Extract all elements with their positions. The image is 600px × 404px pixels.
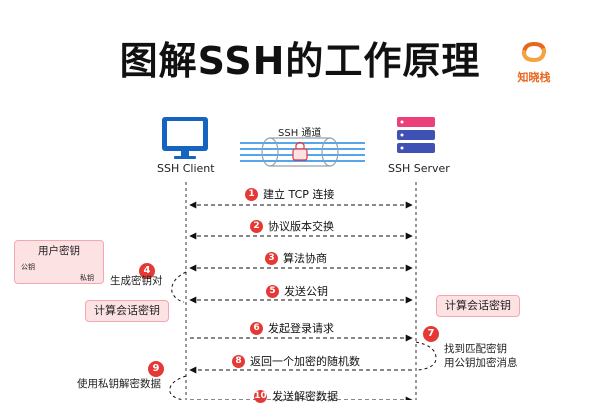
step-4-badge-wrap: 4 (139, 258, 160, 279)
step-9-badge: 9 (148, 361, 164, 377)
brand-logo: 知晓栈 (506, 40, 562, 85)
step-8: 8 返回一个加密的随机数 (232, 353, 360, 369)
step-4-badge: 4 (139, 263, 155, 279)
step-7-badge-wrap: 7 (423, 321, 444, 342)
step-6: 6 发起登录请求 (250, 320, 334, 336)
step-1: 1 建立 TCP 连接 (245, 186, 334, 202)
step-5: 5 发送公钥 (266, 283, 328, 299)
step-text: 发送公钥 (284, 285, 328, 298)
self-loop-step-4 (171, 271, 187, 303)
step-10: 10 发送解密数据 (254, 388, 338, 404)
step-number: 8 (232, 354, 245, 368)
client-compute-session-key: 计算会话密钥 (85, 300, 169, 322)
page-title: 图解SSH的工作原理 (119, 39, 481, 83)
step-text: 建立 TCP 连接 (263, 188, 335, 201)
gen-keypair-note: 生成密钥对 (110, 275, 163, 287)
step-text: 算法协商 (283, 252, 327, 265)
encrypt-msg-note: 用公钥加密消息 (444, 357, 518, 369)
step-number: 6 (250, 321, 263, 335)
step-text: 返回一个加密的随机数 (250, 355, 360, 368)
step-3: 3 算法协商 (265, 250, 327, 266)
brand-name: 知晓栈 (517, 71, 551, 84)
user-keys-box: 用户密钥 (14, 240, 104, 284)
monitor-icon (162, 117, 208, 159)
client-label: SSH Client (157, 162, 215, 175)
brand-mark-icon (522, 41, 546, 63)
step-number: 2 (250, 219, 263, 233)
step-2: 2 协议版本交换 (250, 218, 334, 234)
step-number: 10 (254, 389, 267, 403)
step-number: 1 (245, 187, 258, 201)
server-compute-session-key: 计算会话密钥 (436, 295, 520, 317)
step-number: 5 (266, 284, 279, 298)
step-text: 发起登录请求 (268, 322, 334, 335)
public-key-label: 公钥 (21, 263, 35, 271)
user-keys-title: 用户密钥 (38, 245, 80, 257)
private-key-label: 私钥 (80, 274, 94, 282)
step-text: 发送解密数据 (272, 390, 338, 403)
self-loop-step-7 (415, 341, 437, 371)
lock-icon (292, 141, 308, 161)
step-9-badge-wrap: 9 (148, 356, 169, 377)
server-icon (397, 117, 435, 153)
find-key-note: 找到匹配密钥 (444, 343, 507, 355)
decrypt-note: 使用私钥解密数据 (77, 378, 161, 390)
step-7-badge: 7 (423, 326, 439, 342)
self-loop-step-9 (169, 375, 187, 400)
server-label: SSH Server (388, 162, 450, 175)
tunnel-label: SSH 通道 (278, 128, 322, 139)
step-text: 协议版本交换 (268, 220, 334, 233)
step-number: 3 (265, 251, 278, 265)
